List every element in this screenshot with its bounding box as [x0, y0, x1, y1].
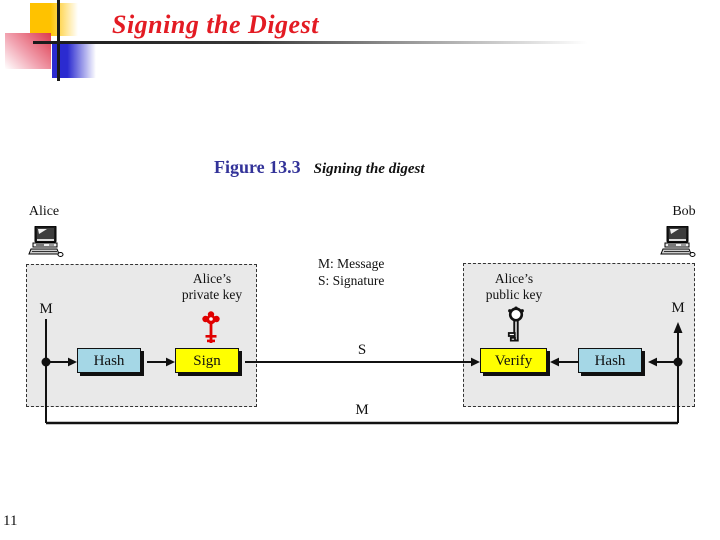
legend: M: Message S: Signature — [318, 255, 384, 289]
alice-sender-dashed-box — [26, 264, 257, 407]
public-key-caption-line2: public key — [485, 287, 543, 302]
legend-signature-line: S: Signature — [318, 273, 385, 288]
figure-title: Signing the digest — [313, 161, 425, 177]
hash-box-receiver: Hash — [578, 348, 642, 373]
sign-box: Sign — [175, 348, 239, 373]
private-key-caption-line2: private key — [181, 287, 243, 302]
verify-box: Verify — [480, 348, 547, 373]
hash-box-sender: Hash — [77, 348, 141, 373]
diagram-connectors — [41, 319, 683, 425]
black-key-icon — [504, 306, 528, 349]
title-underline-rule — [33, 41, 663, 44]
bottom-message-label: M — [355, 402, 369, 418]
bob-label: Bob — [672, 204, 696, 219]
signing-digest-diagram: Alice Bob — [0, 200, 720, 440]
red-key-icon — [199, 310, 223, 351]
decoration-vertical-line — [57, 0, 60, 81]
bob-receiver-dashed-box — [463, 263, 695, 407]
public-key-caption: Alice’s public key — [462, 271, 566, 303]
alice-computer-icon — [28, 225, 64, 263]
alice-label: Alice — [28, 204, 60, 219]
page-number: 11 — [3, 513, 18, 529]
decoration-yellow-square — [30, 3, 78, 36]
bob-computer-icon — [660, 225, 696, 263]
decoration-pink-square — [5, 33, 51, 69]
figure-caption: Figure 13.3 Signing the digest — [214, 157, 425, 178]
private-key-caption-line1: Alice’s — [192, 271, 232, 286]
public-key-caption-line1: Alice’s — [494, 271, 534, 286]
message-input-label: M — [39, 301, 53, 317]
private-key-caption: Alice’s private key — [150, 271, 274, 303]
signature-line-label: S — [357, 342, 367, 358]
slide-title: Signing the Digest — [112, 10, 319, 39]
legend-message-line: M: Message — [318, 256, 385, 271]
figure-label: Figure 13.3 — [214, 157, 301, 177]
message-output-label: M — [671, 300, 685, 316]
